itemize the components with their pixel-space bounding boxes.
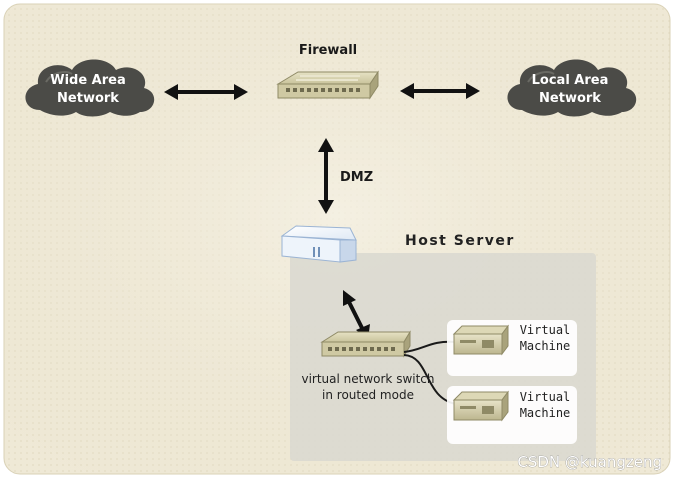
arrow-firewall-server: DMZ bbox=[318, 138, 373, 214]
switch-label-line2: in routed mode bbox=[322, 388, 414, 402]
arrow-firewall-lan bbox=[400, 83, 480, 99]
lan-label-line2: Network bbox=[539, 91, 601, 106]
wan-label-line2: Network bbox=[57, 91, 119, 106]
lan-label-line1: Local Area bbox=[532, 73, 609, 88]
arrow-wan-firewall bbox=[164, 84, 248, 100]
switch-label-line1: virtual network switch bbox=[301, 372, 434, 386]
vm2-label-line1: Virtual bbox=[520, 390, 571, 404]
vm1-label-line1: Virtual bbox=[520, 323, 571, 337]
virtual-switch-device: virtual network switch in routed mode bbox=[301, 330, 435, 402]
virtual-machine-2: Virtual Machine bbox=[447, 386, 577, 444]
watermark: CSDN @kuangzeng bbox=[517, 453, 662, 471]
host-server-label: Host Server bbox=[405, 233, 515, 249]
vm1-label-line2: Machine bbox=[520, 339, 571, 353]
lan-cloud: Local Area Network bbox=[507, 59, 637, 117]
dmz-label: DMZ bbox=[340, 170, 373, 185]
wan-label-line1: Wide Area bbox=[50, 73, 126, 88]
firewall-device: Firewall bbox=[276, 43, 379, 100]
firewall-label: Firewall bbox=[299, 43, 357, 58]
vm2-label-line2: Machine bbox=[520, 406, 571, 420]
virtual-machine-1: Virtual Machine bbox=[447, 320, 577, 376]
wan-cloud: Wide Area Network bbox=[25, 59, 155, 117]
host-server-device bbox=[280, 225, 357, 263]
